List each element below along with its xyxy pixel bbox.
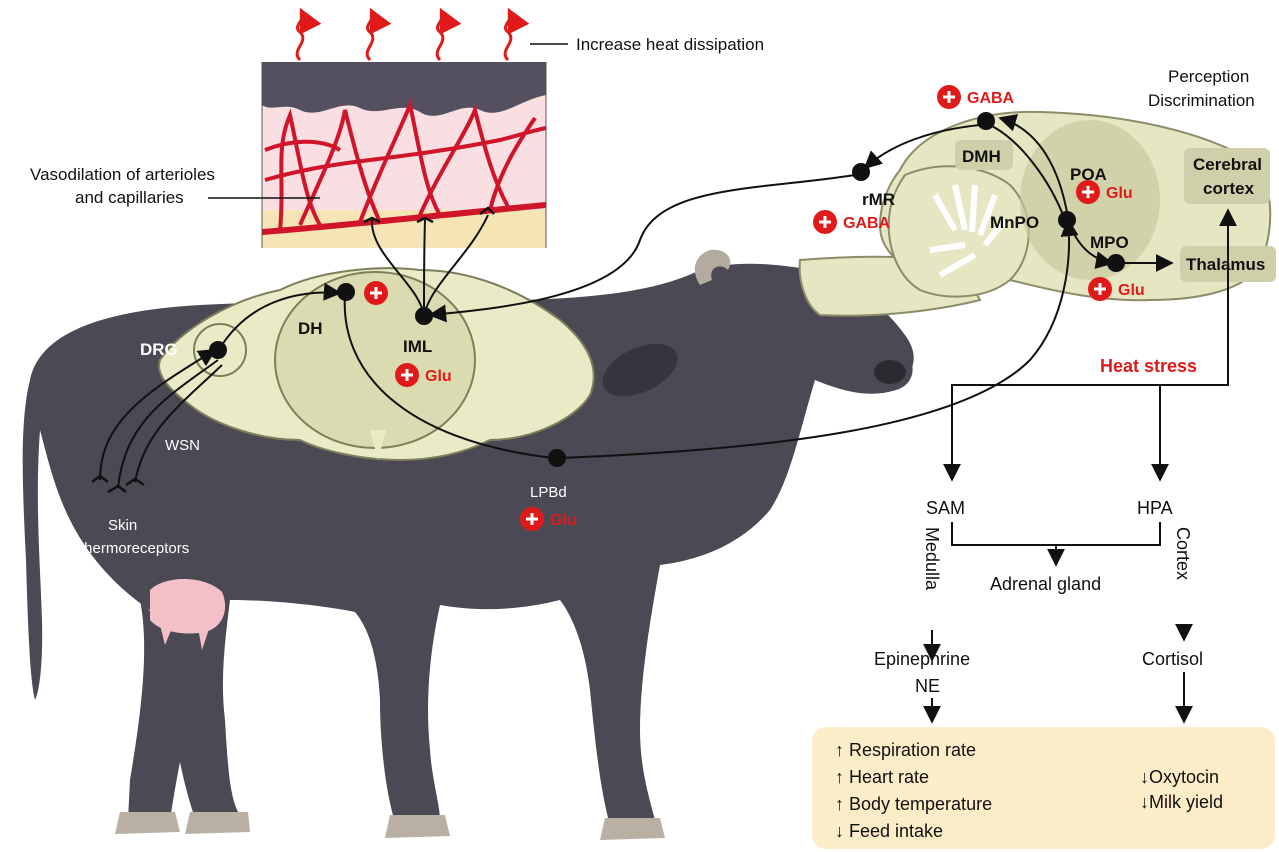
plus-badge [1076, 180, 1100, 204]
hpa-label: HPA [1137, 498, 1173, 518]
cortisol-label: Cortisol [1142, 649, 1203, 669]
gaba-rmr-label: GABA [843, 215, 891, 232]
hoof [385, 815, 450, 838]
lpbd-label: LPBd [530, 484, 567, 501]
drg-neuron [209, 341, 227, 359]
glu-mpo-label: Glu [1118, 282, 1145, 299]
iml-neuron [415, 307, 433, 325]
plus-badge [364, 281, 388, 305]
glu-poa-label: Glu [1106, 185, 1133, 202]
dmh-label: DMH [962, 147, 1001, 166]
drg-label: DRG [140, 340, 178, 359]
plus-badge [937, 85, 961, 109]
dh-neuron [337, 283, 355, 301]
mpo-label: MPO [1090, 233, 1129, 252]
iml-label: IML [403, 337, 432, 356]
plus-badge [813, 210, 837, 234]
effect-item: ↓ Feed intake [835, 821, 943, 841]
mnpo-label: MnPO [990, 213, 1039, 232]
mnpo-neuron [1058, 211, 1076, 229]
lpbd-neuron [548, 449, 566, 467]
medulla-label: Medulla [922, 527, 942, 591]
increase-heat-label: Increase heat dissipation [576, 35, 764, 54]
hoof [185, 812, 250, 834]
sam-label: SAM [926, 498, 965, 518]
vasodilation-label-2: and capillaries [75, 188, 184, 207]
hoof [600, 818, 665, 840]
dmh-neuron [977, 112, 995, 130]
glu-iml-label: Glu [425, 368, 452, 385]
skin-thermoreceptors-label-1: Skin [108, 517, 137, 534]
gaba-top-label: GABA [967, 90, 1015, 107]
plus-badge [520, 507, 544, 531]
ne-label: NE [915, 676, 940, 696]
mpo-neuron [1107, 254, 1125, 272]
effect-item: ↑ Respiration rate [835, 740, 976, 760]
cortex-label: Cortex [1173, 527, 1193, 580]
wsn-label: WSN [165, 437, 200, 454]
perception-label: Perception [1168, 67, 1249, 86]
vasodilation-label-1: Vasodilation of arterioles [30, 165, 215, 184]
glu-lpbd-label: Glu [550, 512, 577, 529]
thalamus-label: Thalamus [1186, 255, 1265, 274]
cow-nose [874, 360, 906, 384]
rmr-label: rMR [862, 190, 895, 209]
discrimination-label: Discrimination [1148, 91, 1255, 110]
heat-stress-label: Heat stress [1100, 356, 1197, 376]
plus-badge [1088, 277, 1112, 301]
effect-item: ↓Milk yield [1140, 792, 1223, 812]
hoof [115, 812, 180, 834]
skin-thermoreceptors-label-2: thermoreceptors [80, 540, 189, 557]
effect-item: ↓Oxytocin [1140, 767, 1219, 787]
plus-badge [395, 363, 419, 387]
adrenal-label: Adrenal gland [990, 574, 1101, 594]
heat-arrows [297, 12, 511, 60]
effect-item: ↑ Heart rate [835, 767, 929, 787]
cerebral-label-1: Cerebral [1193, 155, 1262, 174]
dh-label: DH [298, 319, 323, 338]
rmr-neuron [852, 163, 870, 181]
effect-item: ↑ Body temperature [835, 794, 992, 814]
cerebral-label-2: cortex [1203, 179, 1255, 198]
epinephrine-label: Epinephrine [874, 649, 970, 669]
skin-tissue-block [262, 62, 546, 248]
